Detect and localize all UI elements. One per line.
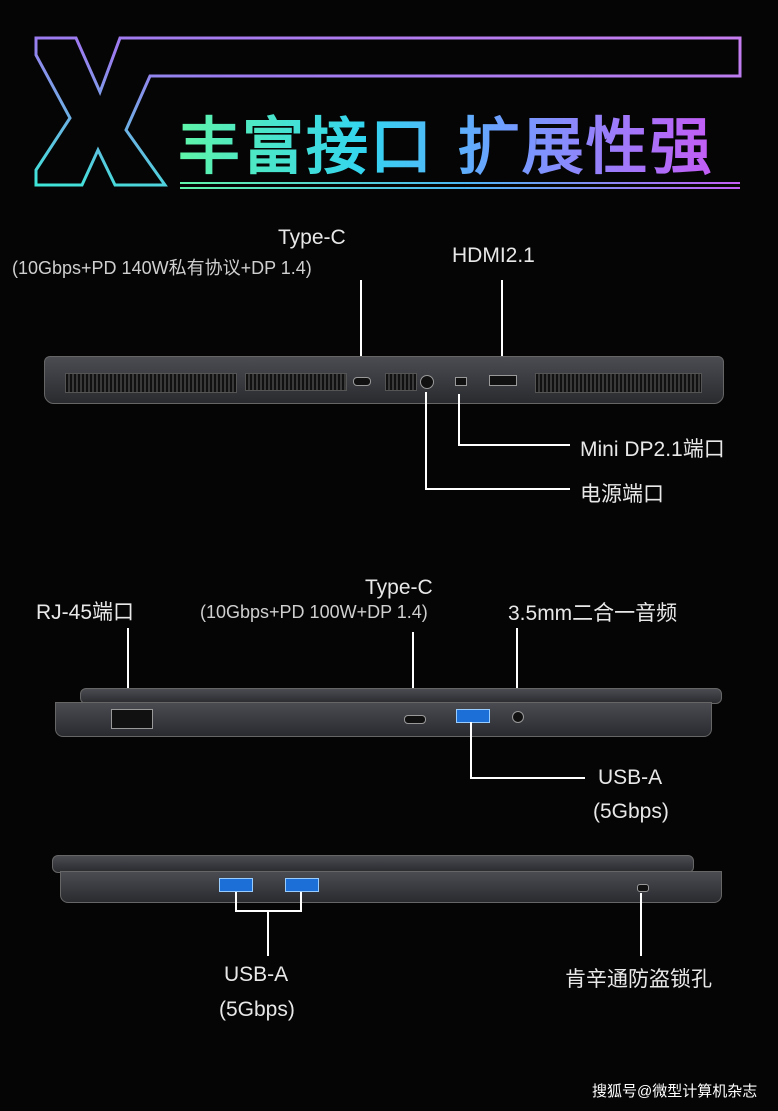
left-usb-spec: (5Gbps) (593, 800, 669, 823)
power-label: 电源端口 (580, 483, 664, 506)
left-typec-label: Type-C (365, 576, 433, 599)
right-usb-label: USB-A (224, 963, 289, 986)
minidp-label: Mini DP2.1端口 (580, 438, 725, 461)
left-typec-port (404, 715, 426, 724)
watermark: 搜狐号@微型计算机杂志 (592, 1083, 758, 1100)
rj45-label: RJ-45端口 (36, 601, 135, 624)
rear-typec-label: Type-C (278, 226, 346, 249)
lock-label: 肯辛通防盗锁孔 (565, 968, 712, 991)
left-usb-label: USB-A (598, 766, 663, 789)
page-title: 丰富接口 扩展性强 (178, 96, 714, 186)
right-usb-spec: (5Gbps) (219, 998, 295, 1021)
right-usb-a-port-2 (285, 878, 319, 892)
power-port (420, 375, 434, 389)
rear-typec-port (353, 377, 371, 386)
audio-label: 3.5mm二合一音频 (508, 602, 678, 625)
rj45-port (111, 709, 153, 729)
minidp-port (455, 377, 467, 386)
rear-typec-spec: (10Gbps+PD 140W私有协议+DP 1.4) (12, 258, 312, 278)
left-typec-spec: (10Gbps+PD 100W+DP 1.4) (200, 602, 428, 622)
audio-jack (512, 711, 524, 723)
left-usb-a-port (456, 709, 490, 723)
hdmi-label: HDMI2.1 (452, 244, 535, 267)
kensington-lock-slot (637, 884, 649, 892)
laptop-rear-view (44, 356, 724, 404)
right-usb-a-port-1 (219, 878, 253, 892)
x-logo-frame (34, 36, 742, 189)
hdmi-port (489, 375, 517, 386)
